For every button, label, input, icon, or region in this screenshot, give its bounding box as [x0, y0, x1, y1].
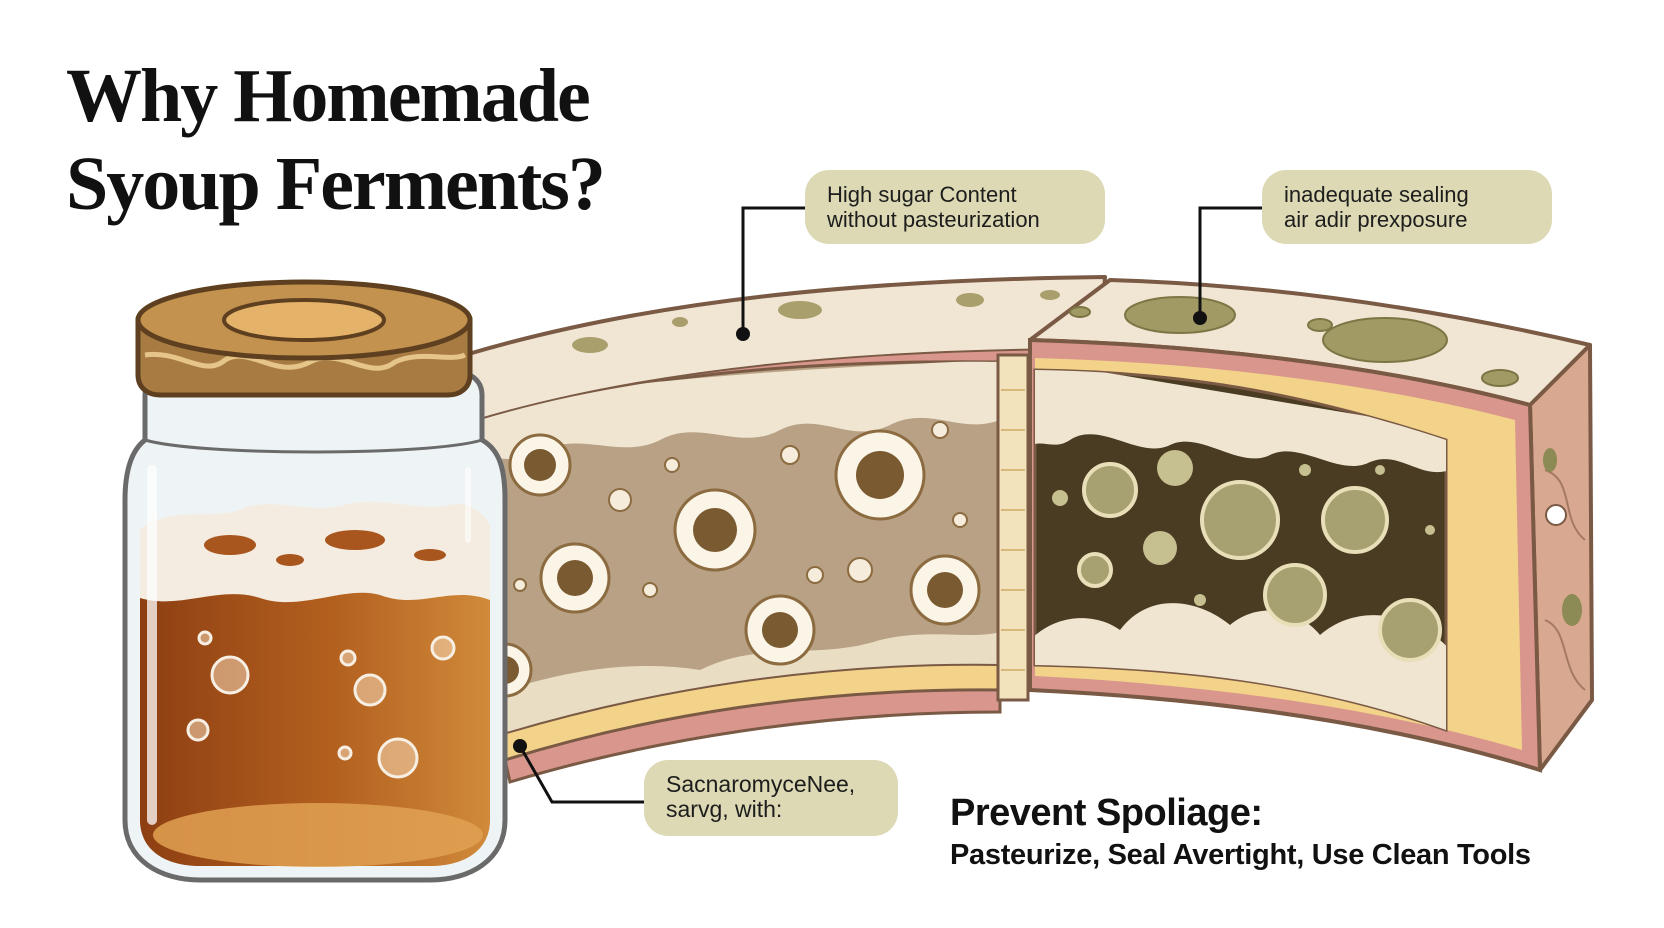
left-segment-end	[996, 353, 1030, 702]
leader-sugar	[741, 206, 805, 334]
leader-yeast	[518, 745, 644, 804]
callout-sealing: inadequate sealing air adir prexposure	[1262, 170, 1552, 244]
syrup-jar	[122, 279, 508, 883]
callout-sealing-line-2: air adir prexposure	[1284, 207, 1468, 232]
right-segment	[1028, 278, 1594, 773]
callout-sugar-line-2: without pasteurization	[827, 207, 1040, 232]
leader-lines	[518, 206, 1262, 804]
callout-yeast-line-1: SacnaromyceNee,	[666, 771, 856, 797]
right-crust-mold	[1069, 296, 1519, 387]
right-froth-top	[1035, 370, 1446, 472]
left-crust-spots	[572, 290, 1060, 353]
jar-lid	[135, 279, 473, 398]
callout-yeast-line-2: sarvg, with:	[666, 796, 783, 822]
jar-glass-edge	[144, 438, 483, 454]
left-froth-top	[480, 361, 1000, 462]
prevention-tips: Pasteurize, Seal Avertight, Use Clean To…	[950, 839, 1531, 871]
jar-foam	[140, 501, 490, 603]
callout-sugar: High sugar Content without pasteurizatio…	[805, 170, 1105, 244]
leader-dots	[513, 311, 1207, 753]
prevention-heading: Prevent Spoliage:	[950, 792, 1263, 834]
jar-syrup	[140, 565, 490, 866]
title-line-1: Why Homemade	[66, 54, 591, 138]
page-title: Why Homemade Syoup Ferments?	[66, 52, 606, 228]
right-mold-colonies	[1077, 462, 1442, 662]
right-spores	[1052, 450, 1435, 606]
left-bubbles	[513, 421, 968, 598]
left-segment-base	[503, 688, 1002, 784]
callout-sugar-line-1: High sugar Content	[827, 182, 1017, 207]
callout-yeast: SacnaromyceNee, sarvg, with:	[644, 760, 898, 836]
jar-bubbles	[186, 630, 456, 779]
left-segment	[463, 275, 1107, 784]
prevention-box: Prevent Spoliage: Pasteurize, Seal Avert…	[950, 790, 1531, 874]
leader-sealing	[1198, 206, 1262, 318]
title-line-2: Syoup Ferments?	[66, 142, 606, 226]
callout-sealing-line-1: inadequate sealing	[1284, 182, 1469, 207]
